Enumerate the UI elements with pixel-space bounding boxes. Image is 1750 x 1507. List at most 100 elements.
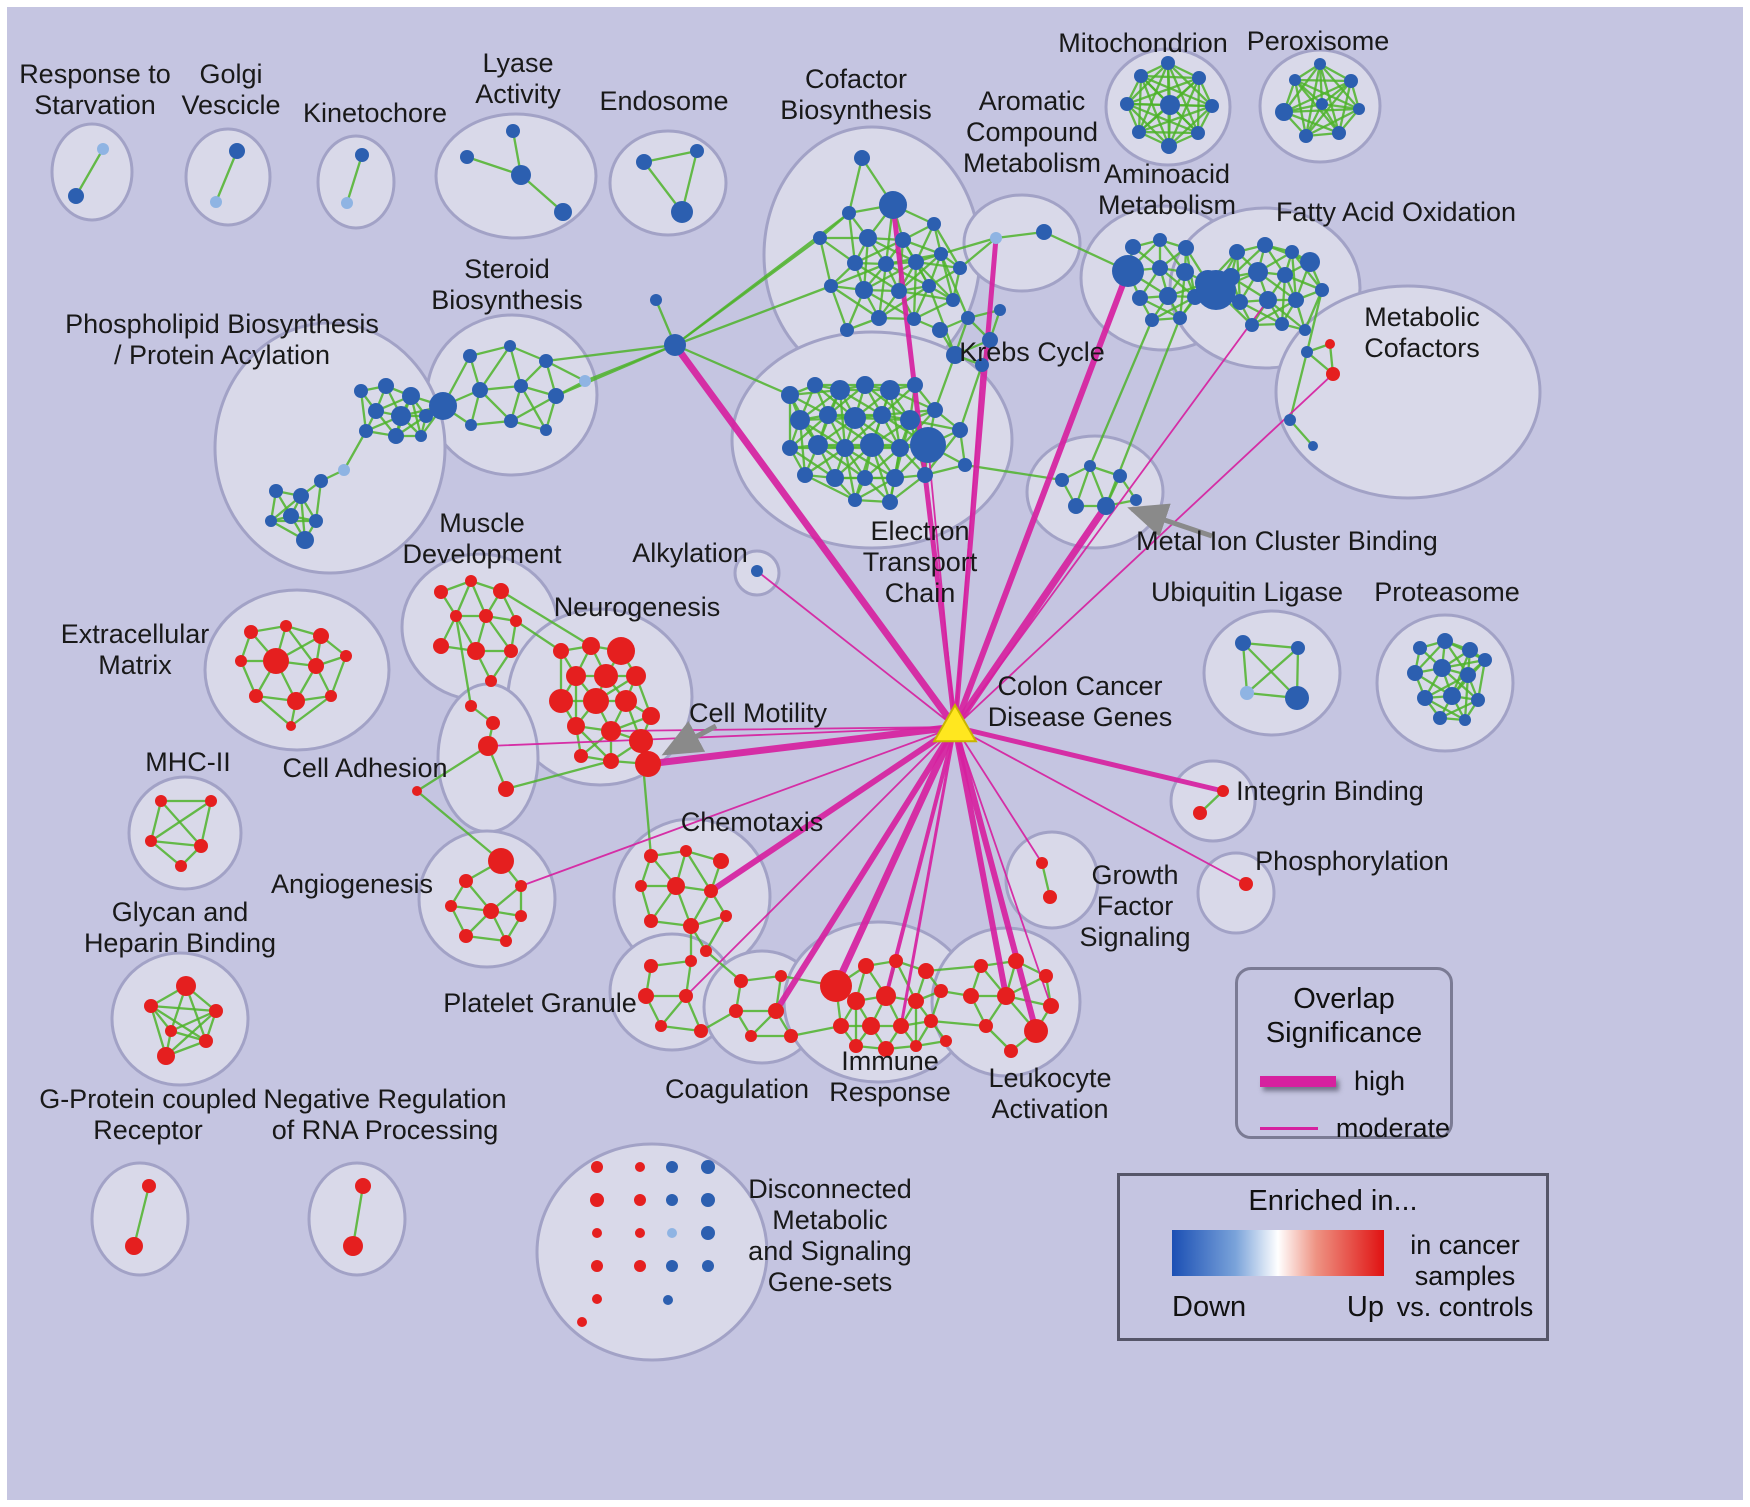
gene-set-node [419,409,433,423]
gene-set-node [990,232,1002,244]
gene-set-node [1036,224,1052,240]
coexpression-edge [1241,641,1300,650]
gene-set-node [265,515,277,527]
coexpression-edge [149,799,163,843]
gene-set-node [429,392,457,420]
gene-set-node [412,786,422,796]
gene-set-node [900,410,920,430]
coexpression-edge [149,1004,208,1043]
inter-cluster-edge [924,964,983,973]
kinetochore-label: Kinetochore [303,98,447,128]
gene-set-node [1417,690,1433,706]
gene-set-node [702,1260,714,1272]
gene-set-node [879,191,907,219]
gene-set-node [910,1040,922,1052]
gene-set-node [751,565,763,577]
down-label: Down [1172,1291,1247,1323]
enrichment-gradient-labels: Down Up [1172,1291,1384,1324]
overlap-significance-legend: Overlap Significance high moderate [1235,967,1453,1143]
gene-set-node [1112,255,1144,287]
coexpression-edge [1250,298,1298,327]
gene-set-node [592,1228,602,1238]
gene-set-node [1232,294,1248,310]
gene-set-node [934,247,948,261]
gene-set-node [155,795,167,807]
gene-set-node [341,197,353,209]
gene-set-node [205,795,217,807]
overlap-edge-high [952,268,1131,730]
inter-cluster-edge [933,353,957,412]
layer-nodes [68,56,1492,1327]
phosphorylation-label: Phosphorylation [1255,846,1449,876]
gene-set-node [472,382,488,398]
overlap-edge-moderate [954,299,1269,728]
gene-set-node [1471,693,1485,707]
inter-cluster-edge [1305,288,1324,354]
coexpression-edge [642,149,699,164]
gene-set-node [1229,244,1245,260]
gene-set-node [1176,263,1194,281]
gene-set-node [1132,290,1148,306]
gene-set-node [450,610,462,622]
peroxisome-label: Peroxisome [1247,26,1390,56]
gene-set-node [860,433,884,457]
cell-motility-label: Cell Motility [689,698,828,728]
coexpression-edge [897,289,955,302]
coexpression-edge [1318,62,1324,106]
coexpression-edge [932,222,962,270]
gene-set-node [1248,262,1268,282]
gene-set-node [229,143,245,159]
gene-set-node [488,848,514,874]
overlap-edge-high [644,723,959,768]
gene-set-node [666,1194,678,1206]
gene-set-node [745,1030,757,1042]
overlap-edge-moderate [954,726,1247,885]
gene-set-node [591,1260,603,1272]
phospholipid-biosynthesis-label: Phospholipid Biosynthesis/ Protein Acyla… [65,309,379,370]
inter-cluster-edge [958,363,984,432]
coagulation-label: Coagulation [665,1074,809,1104]
gene-set-node [907,312,921,326]
gene-set-node [644,959,658,973]
gene-set-node [635,1162,645,1172]
gene-set-node [634,1260,646,1272]
gene-set-node [1257,237,1273,253]
coexpression-edge [149,799,213,843]
coexpression-edge [818,236,833,288]
gene-set-node [359,424,373,438]
coexpression-edge [912,298,955,321]
inter-cluster-edge [514,619,563,653]
coexpression-edge [939,252,955,302]
overlap-edge-high [832,723,959,990]
coexpression-edge [1423,673,1470,700]
coexpression-edge [843,446,897,480]
gene-set-node [1325,339,1335,349]
gene-set-node [615,690,637,712]
gene-set-node [963,988,979,1004]
inter-cluster-edge [939,252,970,320]
up-label: Up [1346,1291,1384,1323]
coexpression-edge [862,260,918,292]
gene-set-node [854,150,870,166]
gene-set-node [465,575,477,587]
gene-set-node [734,974,748,988]
inter-cluster-edge [929,1019,988,1028]
gene-set-node [354,384,368,398]
gene-set-node [813,231,827,245]
gene-set-node [402,387,420,405]
coexpression-edge [164,1009,218,1058]
gene-set-node [842,206,856,220]
gene-set-node [910,427,946,463]
inter-cluster-edge [673,284,833,347]
gene-set-node [485,675,497,687]
gene-set-node [1159,287,1177,305]
inter-cluster-edge [583,343,677,383]
